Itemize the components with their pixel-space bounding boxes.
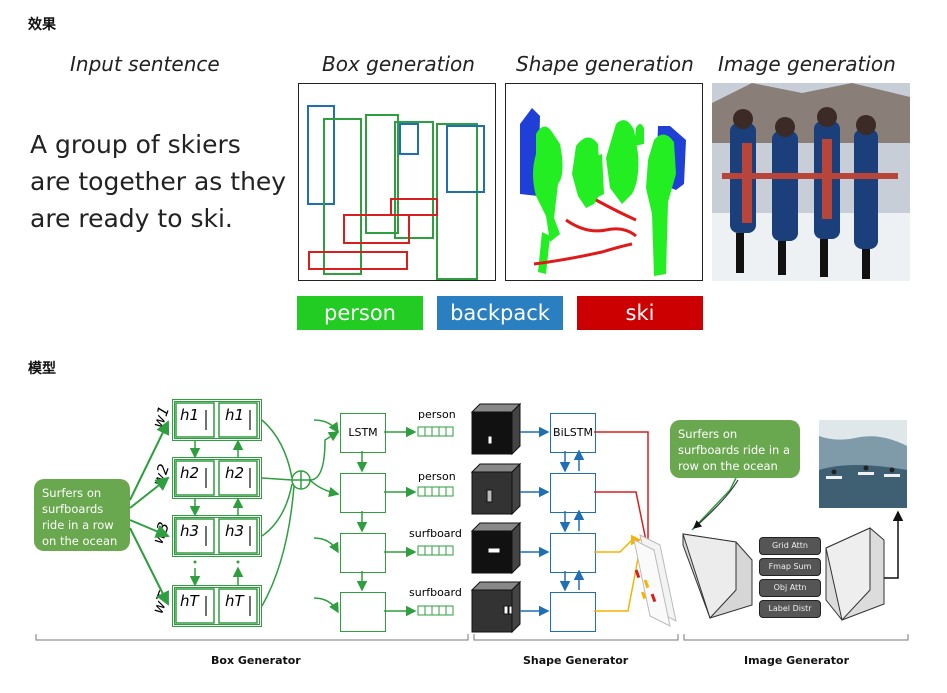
shape-generation-panel [505,83,703,281]
column-header-image: Image generation [718,52,896,76]
column-header-box: Box generation [322,52,475,76]
bilstm-cell-1: BiLSTM [550,413,596,453]
output-label: person [418,408,456,421]
output-surf-image [819,420,907,508]
shape-mask-drawing [520,108,686,276]
h-label-backward: h2 [225,464,245,482]
lstm-cell-2 [340,473,386,513]
h-label-forward: h3 [180,522,200,540]
column-header-input: Input sentence [70,52,220,76]
module-grid-attn: Grid Attn [759,537,821,555]
bilstm-cell-3 [550,533,596,573]
legend-ski: ski [577,296,703,330]
box-layout-drawing [307,105,485,280]
lstm-cell-3 [340,533,386,573]
image-generator-caption-note: Surfers on surfboards ride in a row on t… [670,420,800,489]
encoder-cell-3 [172,515,262,557]
generated-image [712,83,910,281]
output-label: surfboard [409,527,462,540]
section-title-effect: 效果 [28,17,56,33]
h-label-backward: h1 [225,406,245,424]
box-generation-panel [298,83,496,281]
sentence-line: are together as they [30,167,287,196]
bilstm-cell-4 [550,592,596,632]
lstm-cell-1: LSTM [340,413,386,453]
legend-person: person [297,296,423,330]
footer-image-generator: Image Generator [744,654,850,667]
footer-shape-generator: Shape Generator [523,654,629,667]
box-generator-caption-note: Surfers on surfboards ride in a row on t… [34,479,130,564]
encoder-cell-2 [172,457,262,499]
h-label-forward: hT [180,592,199,610]
input-sentence: A group of skiers are together as they a… [30,126,286,237]
legend-backpack: backpack [437,296,563,330]
section-title-model: 模型 [28,361,56,377]
h-label-forward: h2 [180,464,200,482]
sentence-line: A group of skiers [30,130,241,159]
output-label: person [418,470,456,483]
encoder-cell-1 [172,399,262,441]
output-label: surfboard [409,586,462,599]
module-fmap-sum: Fmap Sum [759,558,821,576]
h-label-backward: h3 [225,522,245,540]
module-obj-attn: Obj Attn [759,579,821,597]
generated-image-drawing [712,83,910,281]
module-label-distr: Label Distr [759,600,821,618]
bilstm-cell-2 [550,473,596,513]
column-header-shape: Shape generation [516,52,694,76]
lstm-cell-4 [340,592,386,632]
sentence-line: are ready to ski. [30,204,233,233]
footer-box-generator: Box Generator [211,654,301,667]
encoder-cell-T [172,585,262,627]
h-label-forward: h1 [180,406,200,424]
h-label-backward: hT [225,592,244,610]
